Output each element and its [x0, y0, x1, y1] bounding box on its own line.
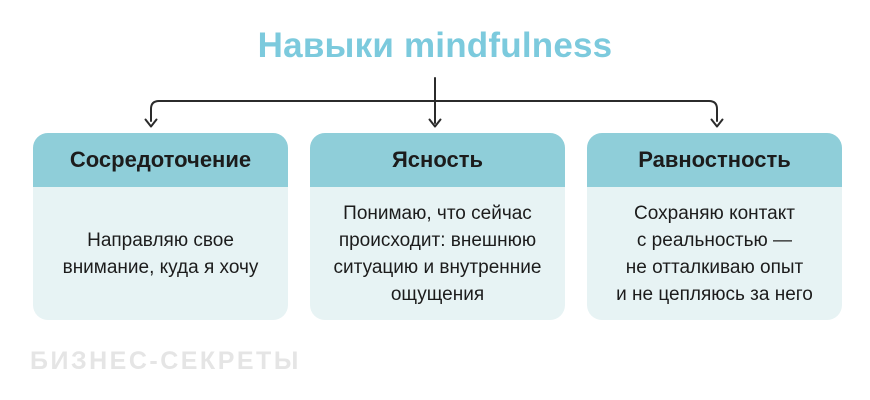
card-equanimity: Равностность Сохраняю контакт с реальнос…: [587, 133, 842, 320]
brand-watermark: БИЗНЕС-СЕКРЕТЫ: [30, 347, 301, 375]
card-equanimity-body: Сохраняю контакт с реальностью — не отта…: [616, 202, 813, 305]
card-concentration-body: Направляю свое внимание, куда я хочу: [62, 229, 259, 278]
card-clarity: Ясность Понимаю, что сейчас происходит: …: [310, 133, 565, 320]
diagram-title: Навыки mindfulness: [257, 26, 613, 65]
arrowhead-left: [144, 118, 158, 128]
arrowhead-center: [428, 118, 442, 128]
card-concentration: Сосредоточение Направляю свое внимание, …: [33, 133, 288, 320]
card-clarity-body: Понимаю, что сейчас происходит: внешнюю …: [333, 202, 542, 305]
card-concentration-heading: Сосредоточение: [33, 133, 288, 187]
arrowhead-right: [710, 118, 724, 128]
card-equanimity-heading: Равностность: [587, 133, 842, 187]
card-clarity-heading: Ясность: [310, 133, 565, 187]
connector-branch: [150, 100, 718, 122]
